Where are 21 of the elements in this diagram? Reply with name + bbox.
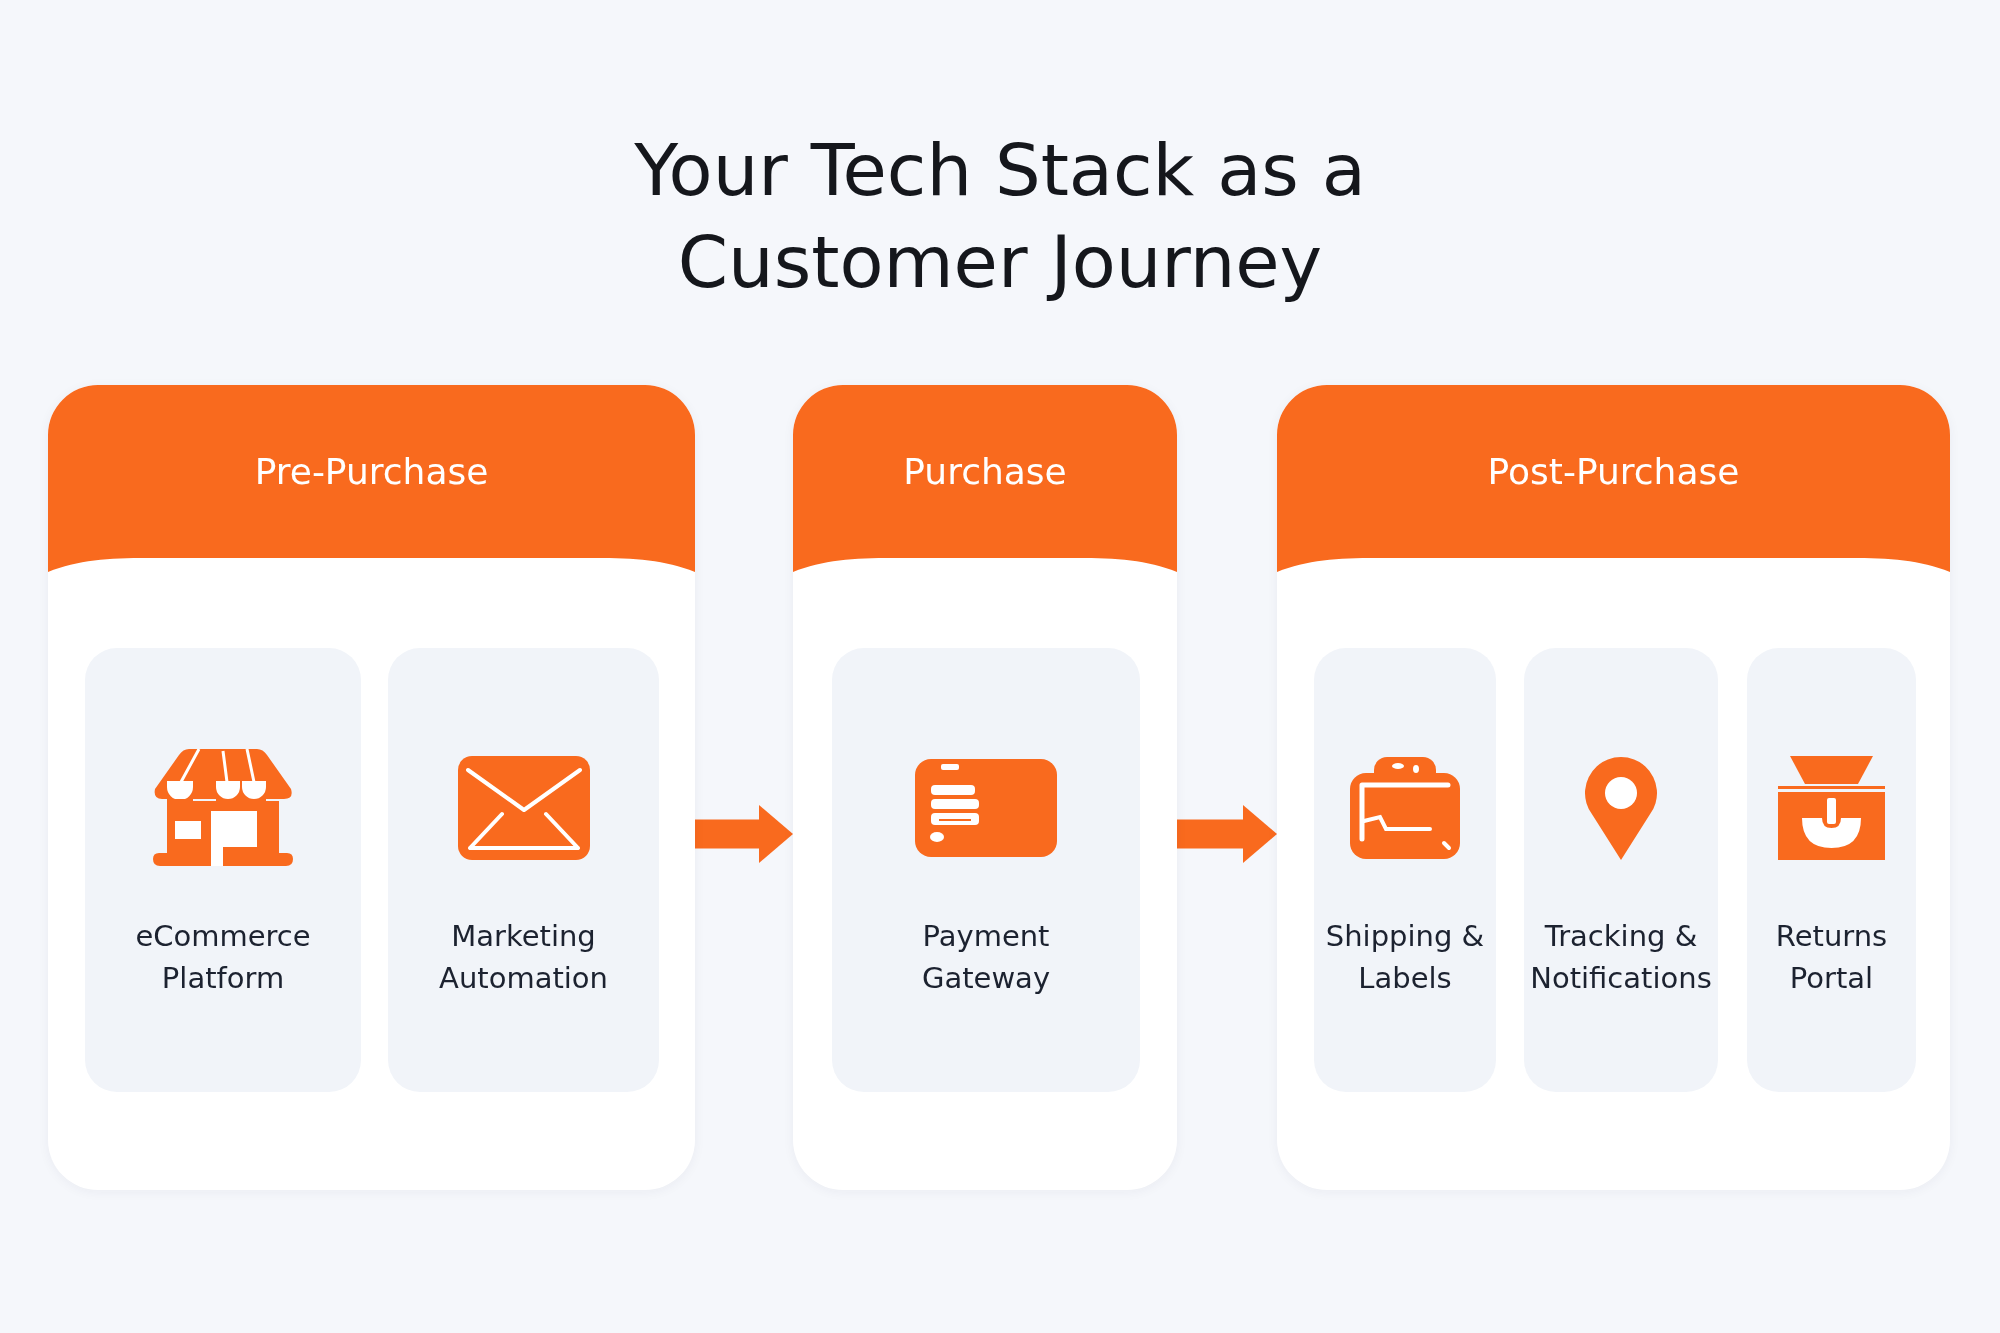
tool-label: Marketing Automation — [438, 918, 609, 997]
tool-label: Tracking & Notifications — [1529, 918, 1713, 997]
tool-card — [85, 648, 361, 1092]
tool-card — [832, 648, 1140, 1092]
tool-card — [1314, 648, 1496, 1092]
stage-heading: Purchase — [903, 450, 1067, 494]
tool-card — [1524, 648, 1718, 1092]
tool-label: eCommerce Platform — [134, 918, 312, 997]
tool-label: Shipping & Labels — [1325, 918, 1485, 997]
tool-label: Payment Gateway — [921, 918, 1051, 997]
tool-card — [388, 648, 659, 1092]
stage-panel — [1277, 385, 1950, 1190]
arrow — [1177, 805, 1277, 863]
stage-heading: Post-Purchase — [1487, 450, 1740, 494]
tool-label: Returns Portal — [1775, 918, 1888, 997]
stage-heading: Pre-Purchase — [254, 450, 489, 494]
arrow — [695, 805, 793, 863]
stage-panel — [48, 385, 695, 1190]
stage-panel — [793, 385, 1177, 1190]
tool-card — [1747, 648, 1916, 1092]
title: Your Tech Stack as a Customer Journey — [633, 127, 1367, 306]
